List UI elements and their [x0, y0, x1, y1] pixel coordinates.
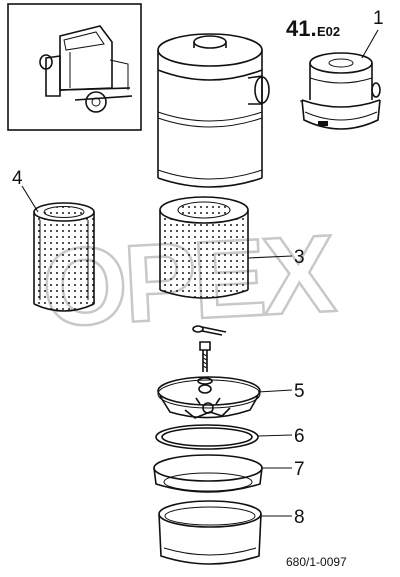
callout-3: 3 — [294, 247, 305, 268]
intermediate-ring — [153, 454, 263, 493]
leader-line-3 — [247, 255, 293, 259]
filter-housing — [157, 33, 270, 188]
callout-6: 6 — [294, 426, 305, 447]
callout-5: 5 — [294, 381, 305, 402]
truck-cab-icon — [39, 25, 133, 113]
callout-8: 8 — [294, 507, 305, 528]
seal-ring — [155, 424, 259, 450]
clamp-ring — [157, 376, 261, 419]
air-filter-assembly — [300, 52, 381, 130]
callout-7: 7 — [294, 459, 305, 480]
vehicle-location-inset — [7, 3, 142, 131]
leader-line-4 — [21, 185, 39, 213]
fastener-stack — [192, 325, 227, 394]
drawing-code: 680/1-0097 — [286, 555, 347, 569]
dust-bowl — [158, 500, 262, 565]
filter-element — [159, 196, 249, 299]
callout-4: 4 — [12, 168, 23, 189]
leader-line-5 — [257, 389, 293, 393]
leader-line-1 — [361, 29, 379, 59]
sheet-suffix: E02 — [317, 24, 340, 39]
leader-line-6 — [257, 434, 293, 437]
filter-cartridge — [33, 202, 95, 312]
sheet-number: 41. — [286, 16, 317, 41]
callout-1: 1 — [373, 8, 384, 29]
